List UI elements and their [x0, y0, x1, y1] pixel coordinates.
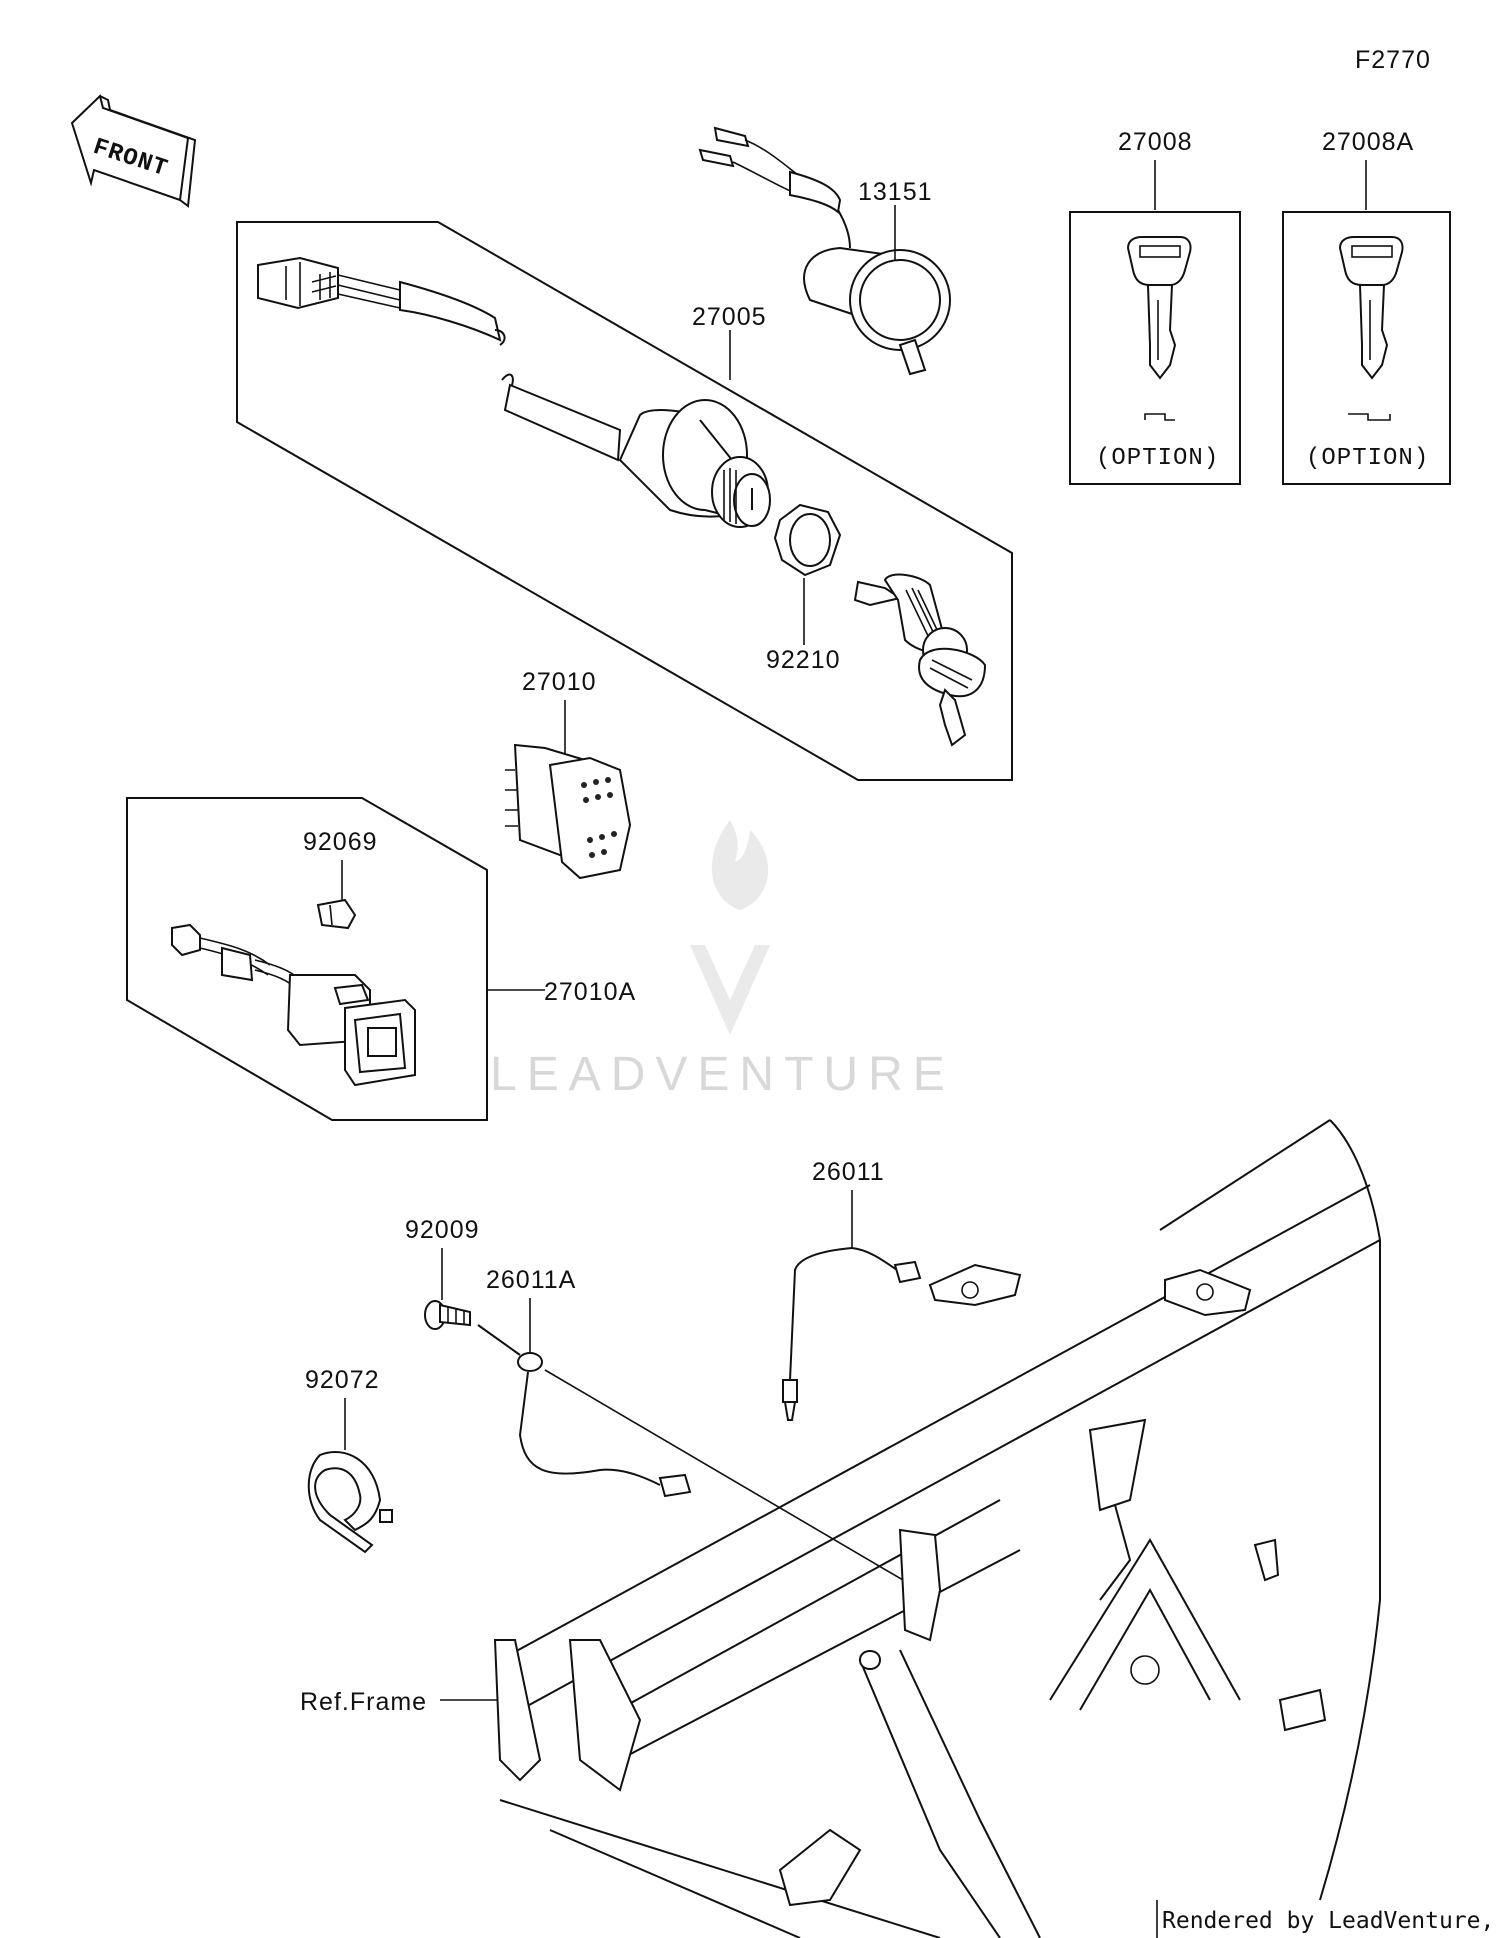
bulb-92069-icon	[316, 898, 357, 930]
ignition-13151-icon	[698, 126, 951, 376]
ignition-wire	[399, 280, 502, 342]
ignition-switch-icon	[618, 399, 771, 528]
label-92210: 92210	[766, 646, 841, 674]
watermark-text: LEADVENTURE	[490, 1048, 955, 1101]
box-27008A	[1282, 211, 1451, 485]
bolt-92009-icon	[424, 1300, 471, 1330]
label-92072: 92072	[305, 1366, 380, 1394]
key-27008-icon	[1126, 236, 1192, 421]
label-27008: 27008	[1118, 128, 1193, 156]
cable-tie-92072-icon	[307, 1451, 393, 1554]
front-arrow-icon: FRONT	[70, 94, 197, 208]
label-27010A: 27010A	[544, 978, 636, 1006]
sensor-26011-icon	[782, 1247, 922, 1421]
rocker-switch-27010-icon	[505, 743, 632, 880]
frame-icon	[493, 1119, 1381, 1938]
label-27010: 27010	[522, 668, 597, 696]
label-26011: 26011	[812, 1158, 885, 1186]
box-27008	[1069, 211, 1241, 485]
label-27005: 27005	[692, 303, 767, 331]
label-92009: 92009	[405, 1216, 480, 1244]
nut-92210-icon	[773, 503, 842, 577]
option-text-27008: (OPTION)	[1096, 445, 1219, 472]
label-ref-frame: Ref.Frame	[300, 1688, 427, 1716]
front-label: FRONT	[90, 134, 172, 183]
label-27008A: 27008A	[1322, 128, 1414, 156]
credit-text: Rendered by LeadVenture, Inc.	[1162, 1908, 1500, 1934]
label-13151: 13151	[858, 178, 933, 206]
figure-code: F2770	[1355, 46, 1431, 74]
key-27008A-icon	[1338, 236, 1404, 421]
ignition-keys-icon	[853, 573, 987, 747]
group-outline-27010A	[126, 797, 488, 1121]
ground-wire-26011A-icon	[477, 1324, 692, 1498]
connector-icon	[257, 256, 401, 310]
option-text-27008A: (OPTION)	[1306, 445, 1429, 472]
label-92069: 92069	[303, 828, 378, 856]
group-outline-27005	[236, 221, 1013, 781]
label-26011A: 26011A	[486, 1266, 576, 1294]
switch-27010A-icon	[171, 923, 416, 1087]
watermark-logo-icon	[690, 820, 770, 1035]
